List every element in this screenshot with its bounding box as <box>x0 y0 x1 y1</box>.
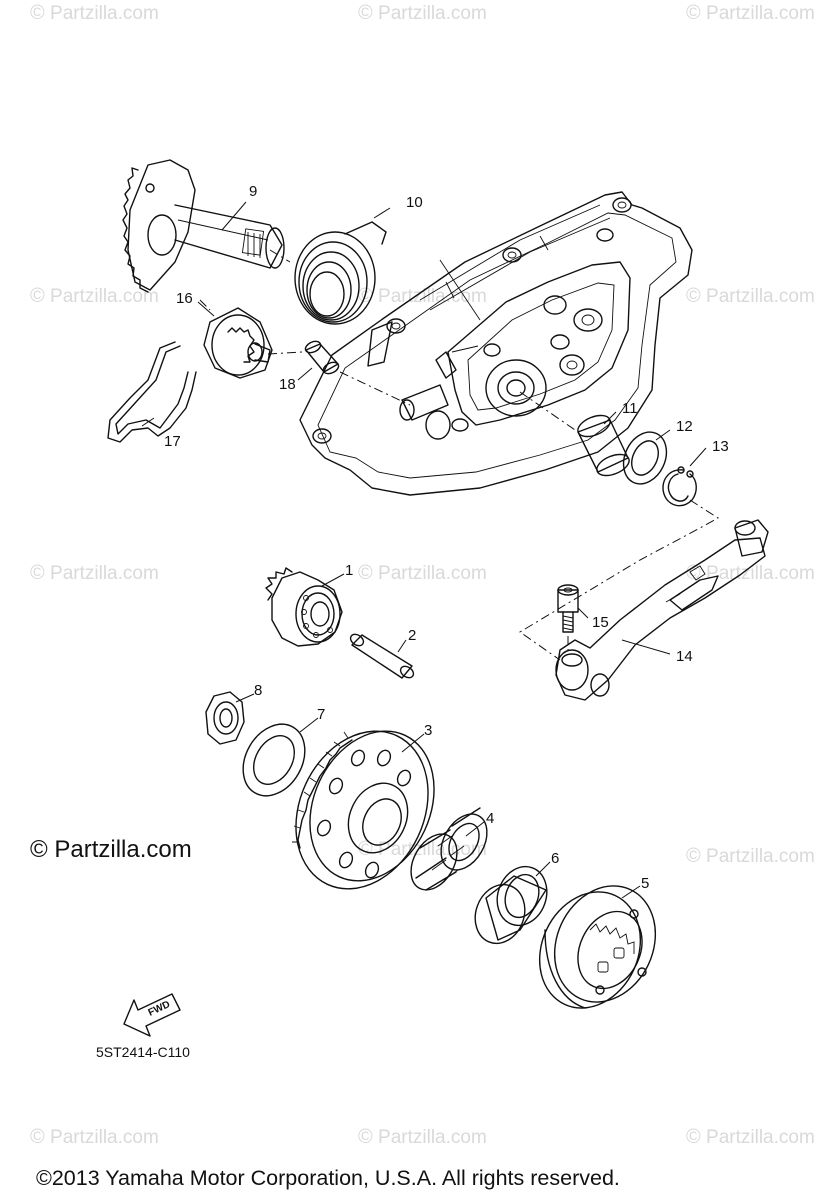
watermark: © Partzilla.com <box>358 2 487 24</box>
watermark: © Partzilla.com <box>30 285 159 307</box>
part-13-circlip <box>662 466 697 507</box>
callout-14: 14 <box>676 648 693 665</box>
watermark: © Partzilla.com <box>686 2 815 24</box>
callout-16: 16 <box>176 290 193 307</box>
part-2-pin <box>349 633 415 679</box>
callout-15: 15 <box>592 614 609 631</box>
callout-12: 12 <box>676 418 693 435</box>
diagram-code: 5ST2414-C110 <box>96 1044 190 1060</box>
part-12-washer <box>622 431 668 485</box>
part-3-starter-wheel-gear <box>292 730 435 890</box>
callout-7: 7 <box>317 706 326 723</box>
callout-10: 10 <box>406 194 423 211</box>
part-14-kick-crank <box>555 519 769 701</box>
part-11-bushing <box>577 414 630 477</box>
part-7-washer <box>242 723 306 797</box>
part-6-collar <box>474 865 548 945</box>
part-15-bolt <box>557 584 579 633</box>
watermark: © Partzilla.com <box>686 285 815 307</box>
watermark: © Partzilla.com <box>30 1126 159 1148</box>
watermark: © Partzilla.com <box>686 845 815 867</box>
fwd-arrow-icon: FWD <box>123 993 181 1037</box>
callout-13: 13 <box>712 438 729 455</box>
watermark: © Partzilla.com <box>358 562 487 584</box>
watermark: © Partzilla.com <box>358 838 487 860</box>
part-1-gear-bearing <box>265 567 343 647</box>
part-5-one-way-clutch <box>538 885 657 1009</box>
callout-6: 6 <box>551 850 560 867</box>
callout-3: 3 <box>424 722 433 739</box>
part-16-kick-gear <box>203 307 273 379</box>
part-17-clip <box>107 341 197 443</box>
callout-9: 9 <box>249 183 258 200</box>
callout-8: 8 <box>254 682 263 699</box>
assembly-lines <box>199 249 719 661</box>
part-4-needle-bearing <box>410 807 488 891</box>
crankcase-cover <box>299 191 693 496</box>
part-8-nut <box>205 691 245 745</box>
watermark: © Partzilla.com <box>686 1126 815 1148</box>
part-18-dowel <box>304 340 340 375</box>
watermark: © Partzilla.com <box>30 562 159 584</box>
callout-11: 11 <box>622 400 638 417</box>
callout-1: 1 <box>345 562 354 579</box>
watermark: © Partzilla.com <box>358 1126 487 1148</box>
callout-4: 4 <box>486 810 495 827</box>
callout-5: 5 <box>641 875 650 892</box>
part-9-kick-axle <box>122 159 285 293</box>
part-10-torsion-spring <box>294 221 387 325</box>
callout-2: 2 <box>408 627 417 644</box>
brand-watermark: © Partzilla.com <box>30 836 192 863</box>
callout-17: 17 <box>164 433 181 450</box>
leader-lines <box>141 201 707 899</box>
watermark: © Partzilla.com <box>30 2 159 24</box>
callout-18: 18 <box>279 376 296 393</box>
copyright-notice: ©2013 Yamaha Motor Corporation, U.S.A. A… <box>36 1166 620 1190</box>
